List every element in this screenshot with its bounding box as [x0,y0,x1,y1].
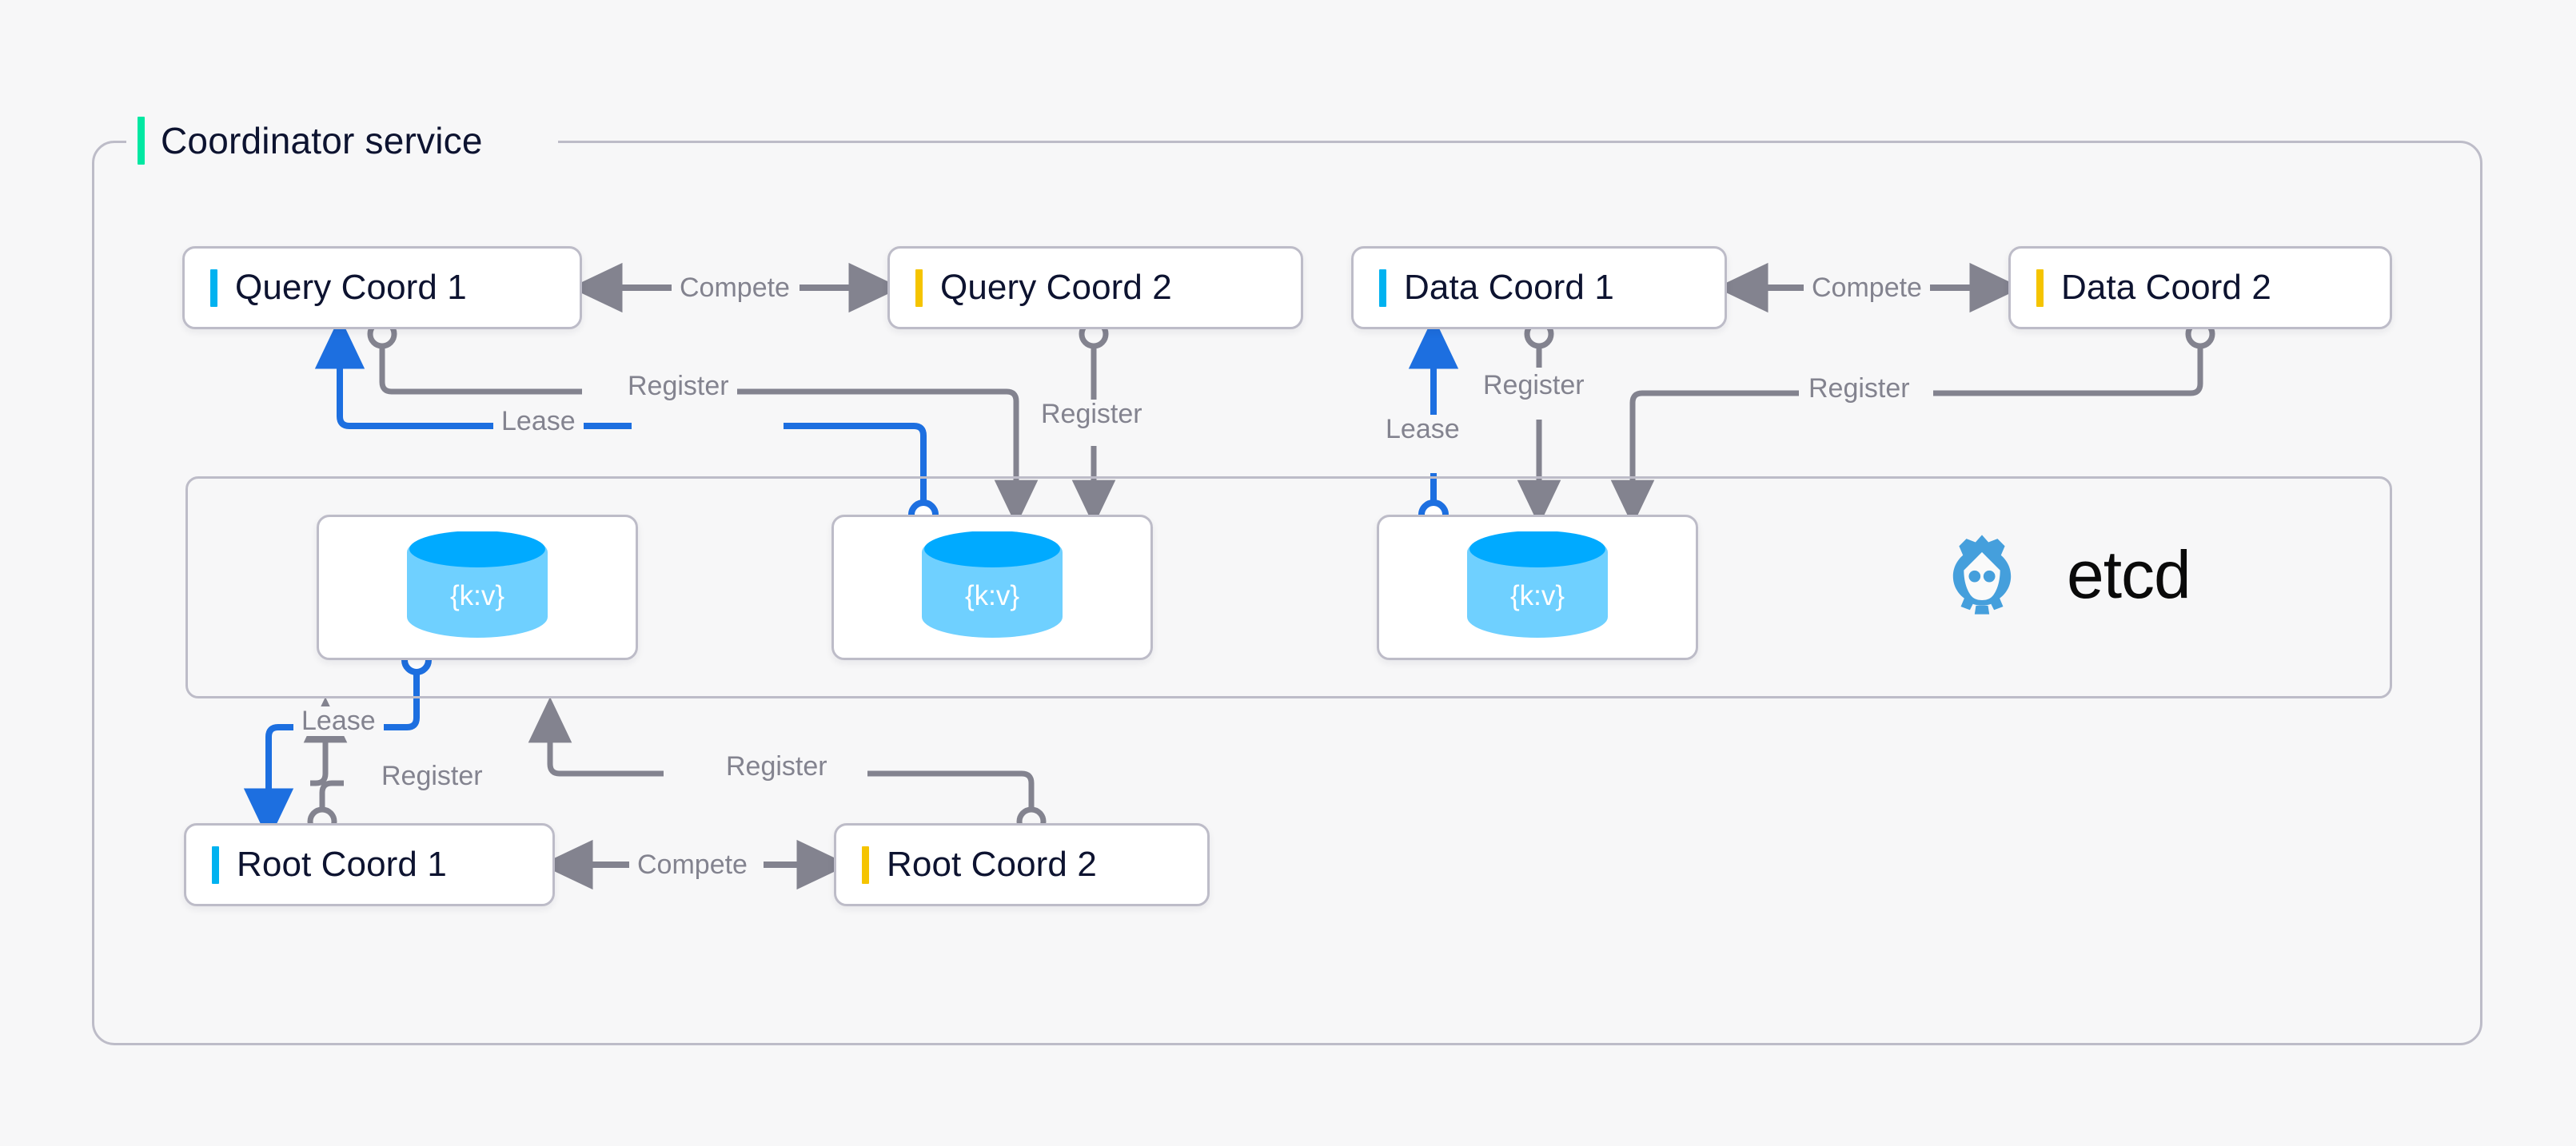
node-label-query-coord-1: Query Coord 1 [235,268,467,307]
edge-label-register-root-coord-1: Register [373,761,491,792]
node-label-data-coord-2: Data Coord 2 [2061,268,2271,307]
edge-label-register-root-coord-2: Register [718,751,835,782]
kv-cylinder-label-1: {k:v} [450,580,504,611]
group-title-accent-bar [138,117,145,165]
node-data-coord-2[interactable]: Data Coord 2 [2008,246,2392,329]
kv-store-box-3[interactable]: {k:v} [1377,515,1698,660]
group-title: Coordinator service [138,107,483,174]
edge-label-lease-root-coord-1: Lease [293,706,384,737]
edge-label-register-query-coord-1: Register [620,371,737,402]
group-title-label: Coordinator service [161,120,483,161]
node-accent-bar [915,269,923,307]
node-label-root-coord-2: Root Coord 2 [887,845,1097,884]
node-accent-bar [212,846,219,884]
group-title-mask [126,113,558,169]
edge-label-lease-query-coord-1: Lease [493,406,584,437]
kv-cylinder-icon-2: {k:v} [912,531,1072,643]
node-label-data-coord-1: Data Coord 1 [1404,268,1614,307]
node-accent-bar [1379,269,1386,307]
etcd-gear-logo [1939,531,2025,618]
node-label-root-coord-1: Root Coord 1 [237,845,447,884]
node-accent-bar [2036,269,2044,307]
edge-label-register-data-coord-1: Register [1475,370,1593,401]
node-label-query-coord-2: Query Coord 2 [940,268,1172,307]
edge-label-compete-query: Compete [672,273,798,304]
etcd-wordmark: etcd [2067,537,2191,612]
node-accent-bar [210,269,217,307]
edge-label-register-query-coord-2: Register [1033,399,1150,430]
coordinator-service-group-frame [92,141,2482,1045]
etcd-gear-logo-svg [1952,535,2012,615]
edge-label-compete-data: Compete [1804,273,1930,304]
node-data-coord-1[interactable]: Data Coord 1 [1351,246,1727,329]
kv-cylinder-icon-3: {k:v} [1457,531,1617,643]
node-root-coord-1[interactable]: Root Coord 1 [184,823,555,906]
node-query-coord-1[interactable]: Query Coord 1 [182,246,582,329]
kv-store-box-2[interactable]: {k:v} [831,515,1153,660]
edge-label-lease-data-coord-1: Lease [1378,414,1468,445]
edge-label-register-data-coord-2: Register [1800,373,1918,404]
etcd-panel [185,476,2392,698]
node-root-coord-2[interactable]: Root Coord 2 [834,823,1210,906]
node-accent-bar [862,846,869,884]
kv-store-box-1[interactable]: {k:v} [317,515,638,660]
kv-cylinder-label-3: {k:v} [1510,580,1565,611]
etcd-brand: etcd [1939,531,2191,618]
node-query-coord-2[interactable]: Query Coord 2 [887,246,1303,329]
kv-cylinder-icon-1: {k:v} [397,531,557,643]
edge-label-compete-root: Compete [629,850,756,881]
kv-cylinder-label-2: {k:v} [965,580,1019,611]
